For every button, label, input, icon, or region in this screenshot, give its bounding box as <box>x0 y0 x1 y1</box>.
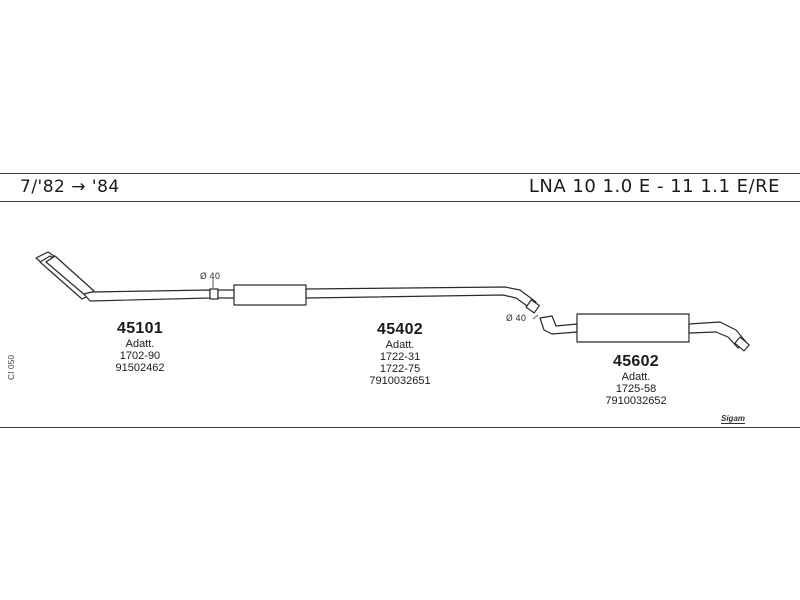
brand-logo: Sigam <box>721 414 746 424</box>
rear-inlet-bend <box>539 315 578 335</box>
front-pipe-45101[interactable] <box>35 251 219 302</box>
header-divider <box>0 201 800 202</box>
part-number: 45402 <box>377 321 423 338</box>
front-pipe-joint <box>209 288 219 300</box>
part-number: 45101 <box>116 320 163 337</box>
tailpipe <box>688 321 747 349</box>
part-label-45101: 45101 Adatt. 1702-90 91502462 <box>116 319 165 374</box>
part-label-45602: 45602 Adatt. 1725-58 7910032652 <box>605 352 666 407</box>
part-note: Adatt. <box>621 371 651 383</box>
center-pipe-tube <box>305 286 537 309</box>
part-ref: 1725-58 <box>615 383 657 395</box>
pipe-diameter-label: Ø 40 <box>200 272 221 282</box>
part-label-45402: 45402 Adatt. 1722-31 1722-75 7910032651 <box>369 320 430 387</box>
downpipe-right <box>45 255 95 297</box>
part-ref: 1702-90 <box>119 350 161 362</box>
part-ref: 7910032651 <box>369 375 431 387</box>
rear-silencer-45602[interactable] <box>539 313 750 352</box>
part-ref: 7910032652 <box>605 395 667 407</box>
center-section-45402[interactable] <box>217 284 540 314</box>
catalog-frame <box>0 173 800 428</box>
tailpipe-tip <box>734 336 750 352</box>
part-note: Adatt. <box>125 338 155 350</box>
catalog-side-code: CI 050 <box>6 354 16 380</box>
center-pipe-end <box>525 299 540 314</box>
part-ref: 1722-31 <box>379 351 421 363</box>
vehicle-model-title: LNA 10 1.0 E - 11 1.1 E/RE <box>528 176 780 197</box>
front-pipe-tube <box>83 289 211 302</box>
part-note: Adatt. <box>385 339 415 351</box>
part-ref: 1722-75 <box>379 363 421 375</box>
center-inlet-pipe <box>217 289 235 299</box>
pipe-diameter-label: Ø 40 <box>506 314 527 324</box>
diameter-pointer-2 <box>532 314 539 320</box>
part-number: 45602 <box>613 353 659 370</box>
date-range: 7/'82 → '84 <box>20 177 120 197</box>
part-ref: 91502462 <box>115 362 165 374</box>
rear-muffler-body <box>576 313 690 343</box>
center-resonator <box>233 284 307 306</box>
